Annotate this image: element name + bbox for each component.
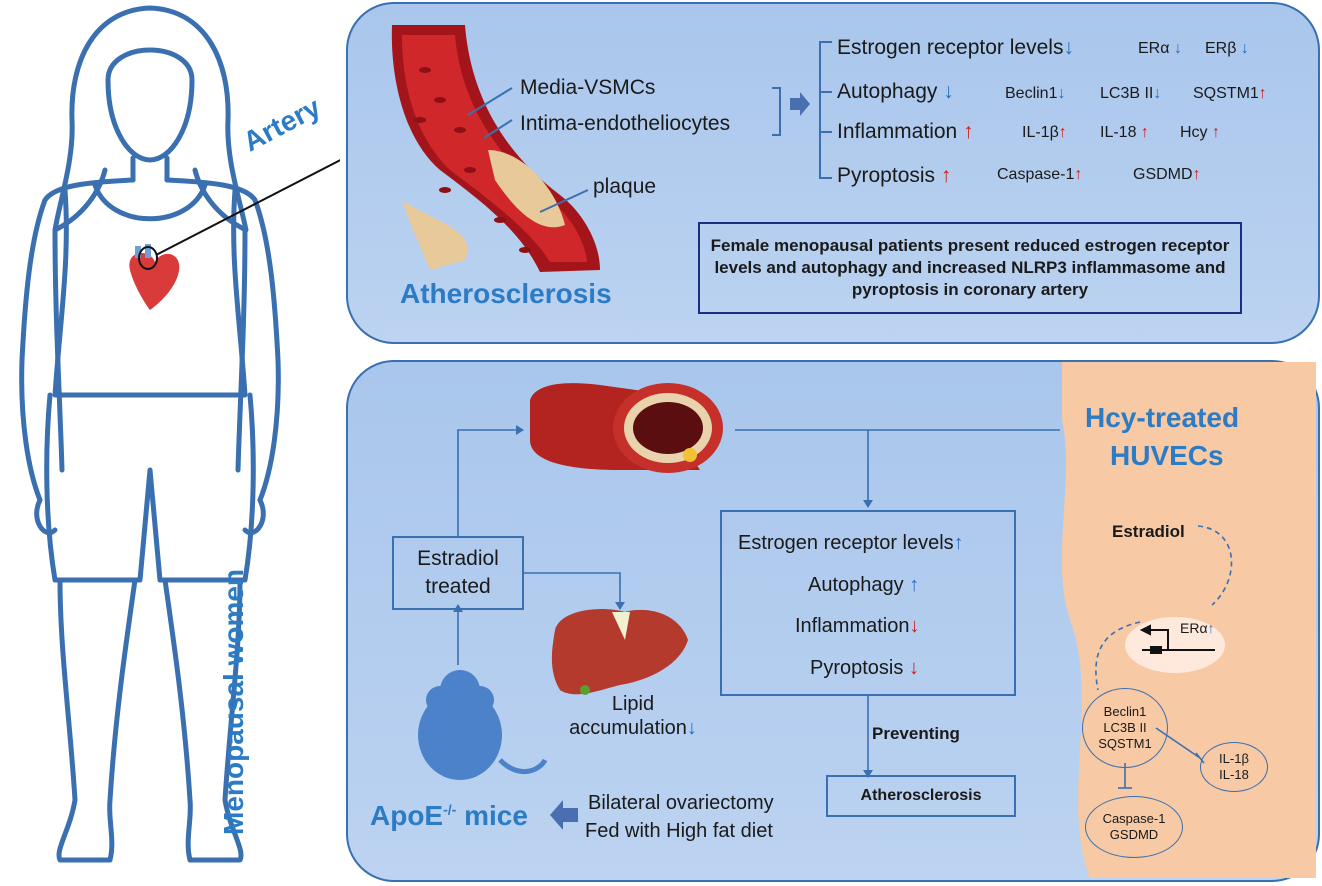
intima-endotheliocytes-label: Intima-endotheliocytes [520, 112, 731, 135]
effect-inflammation: Inflammation↓ [795, 615, 920, 637]
estradiol-treated-box: Estradiol treated [392, 536, 524, 610]
plaque-label: plaque [593, 175, 657, 198]
marker-er-beta: ERβ ↓ [1205, 40, 1249, 57]
media-vsmcs-label: Media-VSMCs [520, 76, 656, 99]
ovariectomy-label: Bilateral ovariectomy [588, 792, 774, 814]
atherosclerosis-title: Atherosclerosis [400, 278, 612, 309]
top-row-autophagy: Autophagy ↓ [837, 80, 954, 103]
apoe-mice-label: ApoE-/- mice [370, 800, 528, 831]
diet-label: Fed with High fat diet [585, 820, 773, 842]
lipid-accumulation-label: Lipid accumulation↓ [569, 693, 697, 739]
marker-il1b: IL-1β↑ [1022, 124, 1067, 141]
mouse-icon [418, 670, 548, 780]
marker-caspase1: Caspase-1↑ [997, 166, 1083, 183]
marker-hcy: Hcy ↑ [1180, 124, 1221, 141]
effect-estrogen: Estrogen receptor levels↑ [738, 532, 964, 554]
effects-box [720, 510, 1016, 696]
top-row-inflammation: Inflammation ↑ [837, 120, 974, 143]
marker-lc3b: LC3B II↓ [1100, 85, 1162, 102]
top-row-estrogen: Estrogen receptor levels↓ [837, 36, 1074, 59]
liver-icon [551, 609, 688, 695]
effect-pyroptosis: Pyroptosis ↓ [810, 657, 919, 679]
artery-cross-section-icon [530, 383, 723, 473]
huvec-title-1: Hcy-treated [1085, 402, 1240, 433]
marker-sqstm1: SQSTM1↑ [1193, 85, 1267, 102]
preventing-label: Preventing [872, 724, 960, 743]
heart-icon [129, 244, 180, 310]
woman-figure [19, 5, 340, 863]
summary-box: Female menopausal patients present reduc… [698, 222, 1242, 314]
top-row-pyroptosis: Pyroptosis ↑ [837, 164, 952, 187]
er-alpha-label: ERα↑ [1180, 620, 1215, 636]
marker-il18: IL-18 ↑ [1100, 124, 1149, 141]
estradiol-label: Estradiol [1112, 522, 1185, 541]
marker-gsdmd: GSDMD↑ [1133, 166, 1201, 183]
huvec-title-2: HUVECs [1110, 440, 1224, 471]
atherosclerosis-box: Atherosclerosis [826, 775, 1016, 817]
effect-autophagy: Autophagy ↑ [808, 574, 920, 596]
marker-beclin1: Beclin1↓ [1005, 85, 1066, 102]
marker-er-alpha: ERα ↓ [1138, 40, 1182, 57]
